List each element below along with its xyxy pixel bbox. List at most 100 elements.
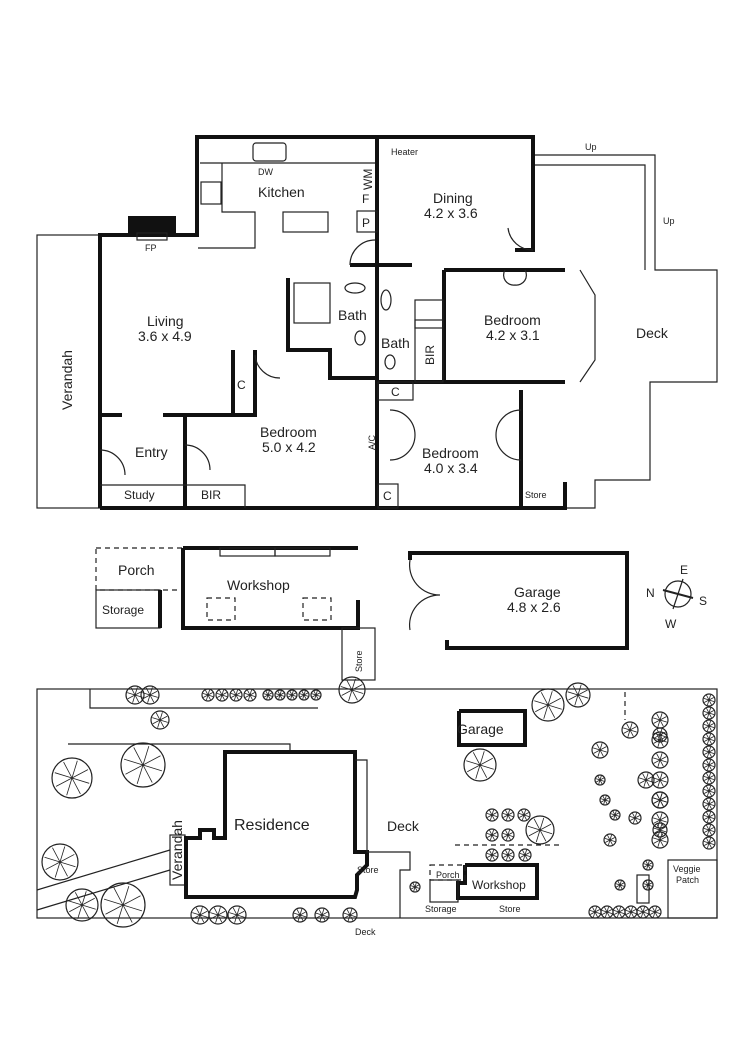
tree-branch xyxy=(708,723,714,727)
tree-branch xyxy=(159,719,168,723)
tree-branch xyxy=(535,829,541,843)
tree-branch xyxy=(708,725,715,728)
tree-branch xyxy=(650,911,656,915)
tree-branch xyxy=(604,799,608,805)
tree-branch xyxy=(59,861,76,868)
dining-size: 4.2 x 3.6 xyxy=(424,205,478,221)
tree-branch xyxy=(210,914,219,920)
tree-branch xyxy=(653,717,661,721)
tree-branch xyxy=(321,911,328,916)
tree-branch xyxy=(609,839,616,842)
tree-branch xyxy=(524,852,530,856)
tree-branch xyxy=(659,839,664,847)
bedroom-label-3: Bedroom xyxy=(422,445,479,461)
tree-branch xyxy=(647,864,651,870)
tree-branch xyxy=(629,729,634,737)
tree-branch xyxy=(235,694,239,700)
tree-branch xyxy=(707,712,710,719)
tree-branch xyxy=(654,906,657,913)
tree-branch xyxy=(491,854,498,857)
tree-branch xyxy=(299,911,306,916)
tree-branch xyxy=(645,779,650,787)
tree-branch xyxy=(265,690,269,696)
tree-branch xyxy=(217,910,226,916)
tree-branch xyxy=(507,854,511,860)
residence-label: Residence xyxy=(234,817,310,834)
garage-size: 4.8 x 2.6 xyxy=(507,599,561,615)
tree-branch xyxy=(233,690,237,696)
tree-branch xyxy=(618,884,621,890)
tree-branch xyxy=(708,816,715,819)
tree-branch xyxy=(653,737,661,741)
deck-outline xyxy=(533,154,718,509)
tree-branch xyxy=(219,690,223,696)
tree-branch xyxy=(704,842,710,846)
tree-icon xyxy=(702,771,716,785)
tree-branch xyxy=(623,727,631,731)
tree-icon xyxy=(65,888,99,922)
tree-branch xyxy=(704,803,710,807)
tree-branch xyxy=(77,904,83,919)
tree-branch xyxy=(659,793,663,801)
tree-branch xyxy=(69,904,83,913)
compass-south: S xyxy=(699,594,707,608)
tree-icon xyxy=(642,859,654,871)
tree-branch xyxy=(199,914,208,918)
tree-branch xyxy=(159,712,163,721)
trees xyxy=(41,676,716,928)
tree-branch xyxy=(66,777,73,796)
tree-branch xyxy=(708,712,715,715)
tree-branch xyxy=(349,914,357,918)
tree-branch xyxy=(522,814,525,821)
tree-branch xyxy=(229,914,238,920)
tree-branch xyxy=(348,689,353,702)
tree-branch xyxy=(287,694,293,698)
tree-branch xyxy=(647,880,650,886)
tree-branch xyxy=(704,725,710,729)
tree-branch xyxy=(125,764,144,775)
tree-branch xyxy=(708,699,712,705)
tree-icon xyxy=(201,688,215,702)
tree-icon xyxy=(501,848,515,862)
tree-branch xyxy=(55,777,73,787)
tree-branch xyxy=(703,724,710,727)
tree-branch xyxy=(642,773,647,781)
tree-branch xyxy=(628,907,632,913)
up-label: Up xyxy=(585,142,597,152)
tree-branch xyxy=(263,694,269,698)
tree-branch xyxy=(606,909,612,913)
tree-branch xyxy=(313,690,317,696)
tree-branch xyxy=(321,914,326,921)
tree-branch xyxy=(522,850,526,856)
tree-branch xyxy=(503,854,509,858)
tree-branch xyxy=(599,743,603,751)
tree-icon xyxy=(702,693,716,707)
tree-branch xyxy=(232,907,238,916)
deck-label: Deck xyxy=(636,325,669,341)
tree-branch xyxy=(654,829,661,834)
tree-branch xyxy=(507,809,510,816)
tree-branch xyxy=(319,914,323,922)
tree-branch xyxy=(299,914,304,921)
tree-branch xyxy=(127,694,136,700)
tree-branch xyxy=(294,914,301,919)
tree-icon xyxy=(140,685,160,705)
tree-branch xyxy=(708,803,712,809)
tree-branch xyxy=(507,814,511,820)
tree-icon xyxy=(463,748,497,782)
site-verandah-label: Verandah xyxy=(169,820,185,880)
tree-branch xyxy=(216,693,223,696)
tree-branch xyxy=(301,690,305,696)
tree-branch xyxy=(279,690,282,696)
tree-branch xyxy=(645,880,649,886)
tree-branch xyxy=(656,753,661,761)
tree-branch xyxy=(649,910,656,913)
tree-branch xyxy=(122,895,141,906)
washing-machine-label: WM xyxy=(361,169,375,190)
tree-icon xyxy=(702,797,716,811)
tree-icon xyxy=(609,809,621,821)
tree-branch xyxy=(81,897,95,906)
site-deck-label: Deck xyxy=(387,818,420,834)
tree-branch xyxy=(315,912,323,916)
fireplace-label: FP xyxy=(145,243,157,253)
